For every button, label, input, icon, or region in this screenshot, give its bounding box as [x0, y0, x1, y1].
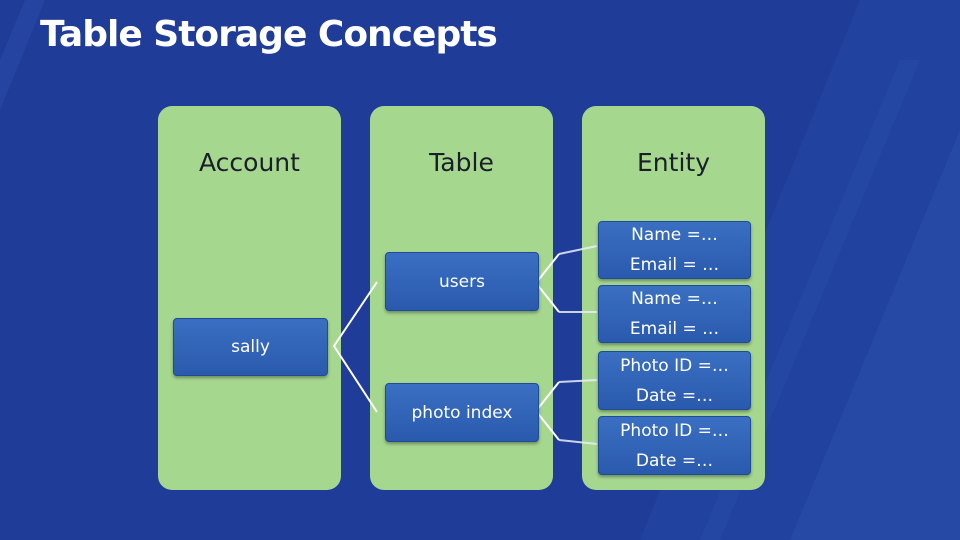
entity-line: Photo ID =…: [620, 355, 729, 376]
entity-line: Name =…: [631, 225, 718, 245]
account-column-label: Account: [199, 148, 300, 177]
account-column: Account: [158, 106, 341, 490]
table-box-label: photo index: [411, 402, 513, 423]
table-box-users[interactable]: users: [385, 252, 539, 311]
entity-line: Email = …: [629, 255, 720, 275]
entity-box[interactable]: Photo ID =… Date =…: [598, 416, 751, 475]
entity-column-label: Entity: [637, 148, 710, 177]
entity-line: Date =…: [635, 450, 714, 471]
table-box-photo-index[interactable]: photo index: [385, 383, 539, 442]
table-box-label: users: [439, 271, 485, 292]
account-box-label: sally: [231, 337, 270, 357]
entity-line: Email = …: [629, 319, 720, 339]
table-column-label: Table: [429, 148, 494, 177]
entity-box[interactable]: Photo ID =… Date =…: [598, 351, 751, 410]
account-box-sally[interactable]: sally: [173, 318, 328, 376]
entity-box[interactable]: Name =… Email = …: [598, 221, 751, 279]
entity-line: Name =…: [631, 289, 718, 309]
entity-line: Date =…: [635, 385, 714, 406]
entity-box[interactable]: Name =… Email = …: [598, 285, 751, 343]
page-title: Table Storage Concepts: [40, 14, 498, 55]
entity-line: Photo ID =…: [620, 420, 729, 441]
